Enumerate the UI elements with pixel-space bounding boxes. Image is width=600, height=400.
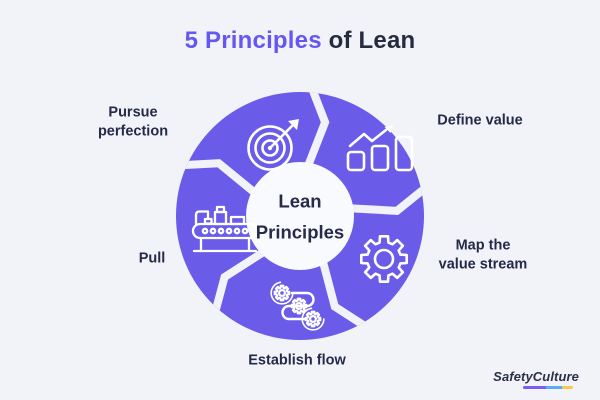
gap-bottom-right bbox=[318, 259, 370, 331]
growth-bar-chart-icon bbox=[346, 125, 414, 172]
label-line: value stream bbox=[438, 256, 528, 272]
workflow-gears-icon bbox=[270, 281, 325, 331]
label-define-value: Define value bbox=[437, 112, 522, 131]
label-pull: Pull bbox=[139, 250, 166, 269]
label-establish-flow: Establish flow bbox=[248, 352, 346, 371]
label-line: Map the bbox=[455, 237, 511, 254]
page-title: 5 Principles of Lean bbox=[0, 27, 600, 55]
logo-underline-yellow bbox=[562, 386, 574, 389]
label-line: perfection bbox=[97, 123, 169, 139]
label-line: Define value bbox=[437, 112, 523, 129]
lean-principles-wheel bbox=[176, 92, 424, 340]
gap-bottom-left bbox=[210, 248, 267, 316]
safetyculture-logo-text: SafetyCulture bbox=[493, 369, 579, 384]
conveyor-belt-icon bbox=[191, 205, 259, 253]
label-pursue-perfection: Pursue perfection bbox=[98, 103, 168, 140]
center-label-line2: Principles bbox=[255, 221, 345, 242]
center-label-line1: Lean bbox=[278, 190, 322, 212]
label-line: Pull bbox=[138, 250, 166, 267]
label-map-value-stream: Map the value stream bbox=[439, 236, 528, 273]
gap-left bbox=[180, 159, 258, 197]
label-line: Establish flow bbox=[248, 352, 346, 369]
segment-divider-gaps bbox=[180, 92, 424, 331]
center-label: Lean Principles bbox=[256, 186, 344, 247]
logo-underline bbox=[523, 386, 574, 389]
logo-underline-purple bbox=[523, 386, 546, 389]
gap-top bbox=[304, 92, 330, 169]
logo-underline-blue bbox=[545, 386, 563, 389]
title-rest: of Lean bbox=[321, 27, 416, 54]
center-circle bbox=[246, 162, 354, 270]
title-highlight: 5 Principles bbox=[184, 27, 322, 54]
gear-icon bbox=[360, 235, 408, 283]
target-dart-icon bbox=[247, 119, 299, 171]
gap-right bbox=[349, 183, 424, 215]
label-line: Pursue bbox=[108, 104, 158, 121]
safetyculture-logo: SafetyCulture bbox=[493, 369, 579, 389]
